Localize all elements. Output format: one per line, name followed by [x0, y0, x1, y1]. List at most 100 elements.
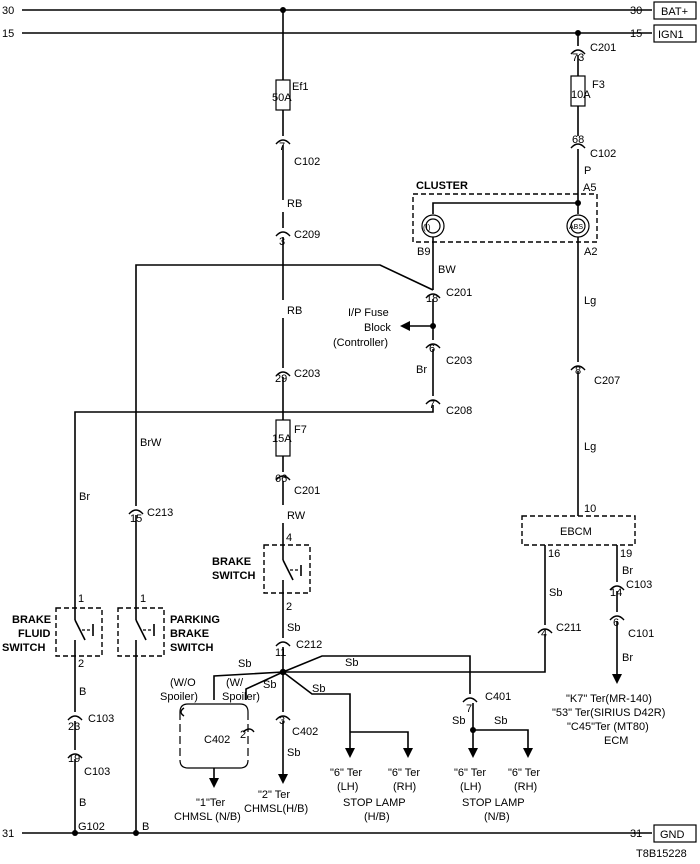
svg-text:Br: Br — [622, 565, 633, 577]
figure-id: T8B15228 — [636, 848, 687, 860]
svg-text:Sb: Sb — [345, 657, 358, 669]
svg-text:16: 16 — [548, 548, 560, 560]
gnd-rail-label: GND — [660, 829, 685, 841]
svg-text:(H/B): (H/B) — [364, 811, 390, 823]
c201-66-pin: 66 — [275, 473, 287, 485]
svg-text:2: 2 — [78, 658, 84, 670]
brake-fluid-switch: 1 BRAKE FLUID SWITCH 2 B 23 C103 19 C103… — [2, 593, 114, 833]
svg-text:"6" Ter: "6" Ter — [454, 767, 486, 779]
svg-text:Sb: Sb — [494, 715, 507, 727]
svg-text:Sb: Sb — [263, 679, 276, 691]
svg-text:CLUSTER: CLUSTER — [416, 180, 468, 192]
svg-text:Sb: Sb — [549, 587, 562, 599]
c102-label: C102 — [294, 156, 320, 168]
svg-text:Lg: Lg — [584, 295, 596, 307]
svg-text:10: 10 — [584, 503, 596, 515]
svg-text:4: 4 — [541, 628, 547, 640]
wire-rb-upper: RB — [287, 198, 302, 210]
svg-text:19: 19 — [620, 548, 632, 560]
svg-text:C103: C103 — [84, 766, 110, 778]
svg-text:(LH): (LH) — [460, 781, 481, 793]
svg-text:I/P Fuse: I/P Fuse — [348, 307, 389, 319]
brake-warning-lamp: (!) — [421, 214, 445, 238]
svg-text:(!): (!) — [423, 223, 431, 232]
wire-rw: RW — [287, 510, 306, 522]
svg-text:C103: C103 — [626, 579, 652, 591]
svg-text:Spoiler): Spoiler) — [222, 691, 260, 703]
svg-text:BRAKE: BRAKE — [212, 556, 251, 568]
svg-text:"6" Ter: "6" Ter — [330, 767, 362, 779]
c401-label: C401 — [485, 691, 511, 703]
svg-text:50A: 50A — [272, 92, 292, 104]
svg-text:Sb: Sb — [238, 658, 251, 670]
svg-text:(RH): (RH) — [393, 781, 416, 793]
svg-text:"6" Ter: "6" Ter — [508, 767, 540, 779]
svg-text:A5: A5 — [583, 182, 596, 194]
svg-text:"2" Ter: "2" Ter — [258, 789, 290, 801]
svg-text:C208: C208 — [446, 405, 472, 417]
svg-text:PARKING: PARKING — [170, 614, 220, 626]
gnd-rail-left-number: 31 — [2, 828, 14, 840]
bat-rail-right-number: 30 — [630, 5, 642, 17]
c201-66-label: C201 — [294, 485, 320, 497]
svg-text:19: 19 — [68, 753, 80, 765]
parking-brake-switch: 1 PARKING BRAKE SWITCH — [117, 593, 220, 833]
svg-text:"C45"Ter (MT80): "C45"Ter (MT80) — [567, 721, 649, 733]
svg-text:1: 1 — [140, 593, 146, 605]
ign-rail-left-number: 15 — [2, 28, 14, 40]
svg-text:C103: C103 — [88, 713, 114, 725]
svg-text:(LH): (LH) — [337, 781, 358, 793]
svg-text:A2: A2 — [584, 246, 597, 258]
brake-switch: 4 BRAKE SWITCH 2 Sb 11 C212 — [212, 532, 322, 676]
c212-label: C212 — [296, 639, 322, 651]
svg-text:C213: C213 — [147, 507, 173, 519]
c209-label: C209 — [294, 229, 320, 241]
wire-b-ground: B — [142, 821, 149, 833]
svg-text:(W/O: (W/O — [170, 677, 196, 689]
svg-text:6: 6 — [613, 617, 619, 629]
gnd-rail-right-number: 31 — [630, 828, 642, 840]
svg-text:EBCM: EBCM — [560, 526, 592, 538]
c212-pin: 11 — [275, 647, 286, 659]
svg-text:BrW: BrW — [140, 437, 162, 449]
svg-text:C201: C201 — [446, 287, 472, 299]
svg-text:"53" Ter(SIRIUS D42R): "53" Ter(SIRIUS D42R) — [552, 707, 665, 719]
svg-text:Lg: Lg — [584, 441, 596, 453]
svg-text:STOP LAMP: STOP LAMP — [462, 797, 525, 809]
svg-text:Block: Block — [364, 322, 391, 334]
gnd-rail: 31 31 GND G102 B — [2, 821, 697, 843]
ground-point-label: G102 — [78, 821, 105, 833]
fuse-ef1: Ef1 50A — [272, 79, 309, 111]
f3-branch: 73 C201 F3 10A 68 C102 P — [570, 33, 616, 194]
svg-text:C211: C211 — [556, 622, 581, 634]
svg-text:(Controller): (Controller) — [333, 337, 388, 349]
svg-text:Sb: Sb — [287, 747, 300, 759]
bat-rail-left-number: 30 — [2, 5, 14, 17]
svg-text:10A: 10A — [571, 89, 591, 101]
svg-text:B: B — [79, 686, 86, 698]
bat-rail: 30 30 BAT+ — [2, 1, 697, 20]
bat-rail-label: BAT+ — [661, 6, 688, 18]
cluster-brake-circuit: BW 18 C201 I/P Fuse Block (Controller) 6… — [74, 264, 472, 608]
svg-text:B9: B9 — [417, 246, 430, 258]
svg-text:C203: C203 — [446, 355, 472, 367]
svg-text:F7: F7 — [294, 424, 307, 436]
c203-29-pin: 29 — [275, 373, 287, 385]
svg-text:SWITCH: SWITCH — [2, 642, 45, 654]
svg-text:CHMSL(H/B): CHMSL(H/B) — [244, 803, 308, 815]
svg-text:18: 18 — [426, 293, 438, 305]
svg-text:6: 6 — [429, 343, 435, 355]
ecm-destination: "K7" Ter(MR-140) "53" Ter(SIRIUS D42R) "… — [552, 693, 665, 747]
svg-text:C102: C102 — [590, 148, 616, 160]
c401-pin: 7 — [466, 703, 472, 715]
svg-text:Br: Br — [622, 652, 633, 664]
svg-text:P: P — [584, 165, 591, 177]
svg-text:BRAKE: BRAKE — [12, 614, 51, 626]
svg-text:Br: Br — [79, 491, 90, 503]
chmsl-spoiler-selector: (W/O Spoiler) (W/ Spoiler) 2 C402 "1"Ter… — [160, 677, 260, 823]
svg-text:(RH): (RH) — [514, 781, 537, 793]
svg-text:C207: C207 — [594, 375, 620, 387]
svg-text:BRAKE: BRAKE — [170, 628, 209, 640]
svg-text:4: 4 — [286, 532, 292, 544]
